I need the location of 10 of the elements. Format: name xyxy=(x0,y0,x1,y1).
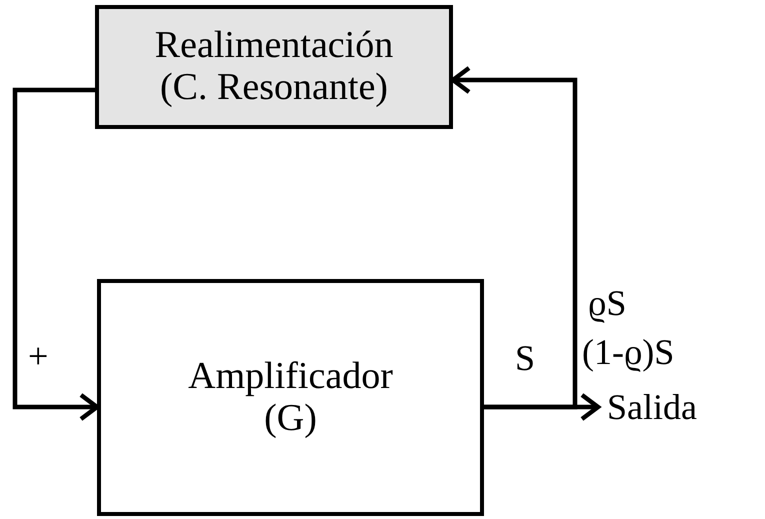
box-label: Amplificador (G) xyxy=(187,356,394,440)
signal-label: + xyxy=(28,338,48,374)
box-label: Salida xyxy=(607,388,697,428)
edge-label: ϱS xyxy=(588,285,626,321)
box-label: Realimentación (C. Resonante) xyxy=(154,25,394,109)
arrow xyxy=(12,88,100,422)
signal-label: S xyxy=(515,340,536,376)
feedback-box xyxy=(95,5,453,129)
signal-label: (1-ϱ)S xyxy=(582,334,674,370)
amplifier-box xyxy=(97,279,484,516)
